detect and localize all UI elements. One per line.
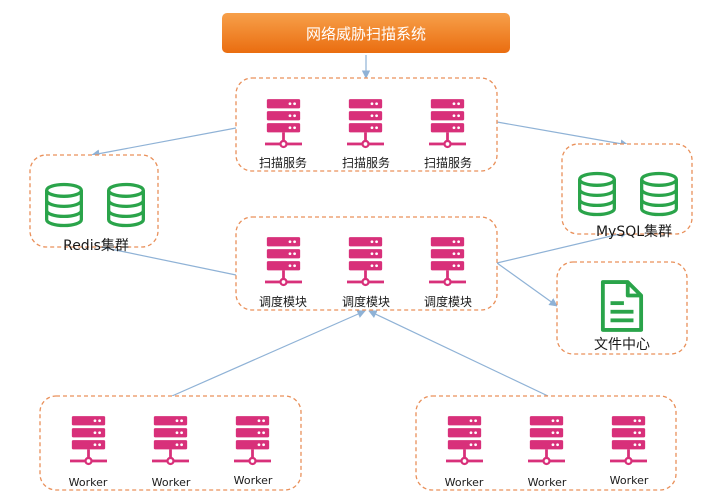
worker-label: Worker bbox=[234, 474, 273, 487]
system-title: 网络威胁扫描系统 bbox=[306, 25, 426, 43]
scan-service-label: 扫描服务 bbox=[259, 155, 307, 170]
arrow-workers-right-to-scheduler bbox=[368, 310, 549, 397]
worker-label: Worker bbox=[152, 476, 191, 489]
workers-right-group: Worker Worker Worker bbox=[415, 395, 677, 491]
arrow-workers-left-to-scheduler bbox=[171, 310, 366, 397]
connections bbox=[91, 55, 629, 397]
scheduler-group: 调度模块 调度模块 调度模块 bbox=[235, 216, 498, 311]
scan-services-group: 扫描服务 扫描服务 扫描服务 bbox=[235, 77, 498, 172]
scheduler-label: 调度模块 bbox=[342, 294, 390, 309]
file-center-group: 文件中心 bbox=[556, 261, 688, 355]
redis-cluster-group: Redis集群 bbox=[29, 154, 159, 254]
scheduler-label: 调度模块 bbox=[424, 294, 472, 309]
worker-label: Worker bbox=[610, 474, 649, 487]
file-center-label: 文件中心 bbox=[594, 337, 650, 353]
worker-label: Worker bbox=[69, 476, 108, 489]
arrow-scheduler-to-mysql bbox=[496, 229, 629, 264]
mysql-cluster-group: MySQL集群 bbox=[561, 143, 693, 240]
arrow-scheduler-to-redis bbox=[95, 245, 237, 276]
system-title-node: 网络威胁扫描系统 bbox=[222, 13, 510, 53]
scan-service-label: 扫描服务 bbox=[424, 155, 472, 170]
worker-label: Worker bbox=[445, 476, 484, 489]
redis-cluster-label: Redis集群 bbox=[63, 237, 129, 254]
arrow-scan-to-redis bbox=[91, 127, 237, 158]
mysql-cluster-label: MySQL集群 bbox=[596, 223, 672, 240]
workers-left-group: Worker Worker Worker bbox=[39, 395, 302, 491]
arrow-scheduler-to-file-center bbox=[496, 262, 558, 307]
scheduler-label: 调度模块 bbox=[259, 294, 307, 309]
arrow-scan-to-mysql bbox=[496, 121, 629, 148]
worker-label: Worker bbox=[528, 476, 567, 489]
scan-service-label: 扫描服务 bbox=[342, 155, 390, 170]
